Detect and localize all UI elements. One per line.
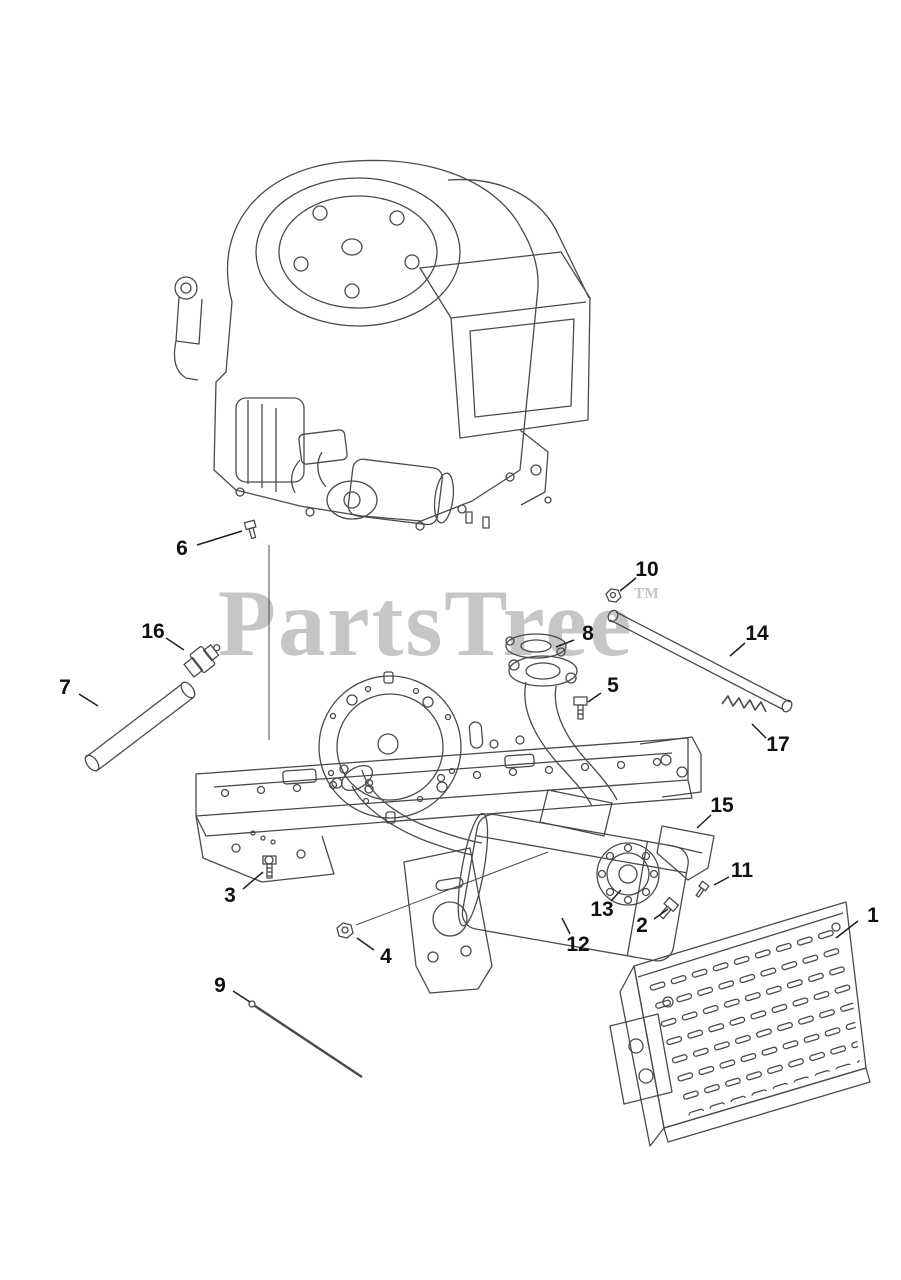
left-exhaust-pipe (361, 769, 483, 844)
leader-lines (78, 530, 859, 1003)
heat-shield-louvers (649, 929, 860, 1118)
starter-motor (347, 458, 443, 526)
nut-4 (336, 922, 354, 939)
callout-3: 3 (224, 884, 236, 907)
watermark-text: PartsTree (218, 570, 634, 676)
muffler-body (461, 813, 689, 962)
callout-1: 1 (867, 904, 879, 927)
bolt-3 (262, 855, 277, 879)
engine-assembly (173, 159, 591, 531)
nut-10 (605, 588, 622, 603)
exhaust-gasket (505, 633, 567, 659)
frame-round-plate (318, 675, 462, 819)
exhaust-pipe (524, 681, 593, 807)
tube-fitting (183, 644, 221, 678)
spring-17 (721, 695, 767, 713)
pipe-flange (508, 655, 578, 687)
frame-assembly (195, 545, 702, 994)
flywheel-cover (255, 177, 461, 327)
bolt-6 (243, 519, 257, 540)
callout-16: 16 (141, 620, 165, 643)
hardware-parts (84, 519, 793, 1078)
muffler-bracket (656, 825, 715, 881)
fuel-tube (85, 683, 183, 758)
callout-17: 17 (766, 733, 790, 756)
callout-10: 10 (635, 558, 659, 581)
watermark-tm: ™ (633, 582, 660, 611)
carburetor-bowl (326, 480, 378, 520)
callout-11: 11 (730, 859, 754, 882)
frame-bracket (403, 847, 493, 994)
callout-8: 8 (582, 622, 594, 645)
callout-14: 14 (745, 622, 769, 645)
callout-15: 15 (710, 794, 734, 817)
screw-11 (695, 880, 710, 898)
watermark: PartsTree™ (218, 576, 659, 671)
support-rod-14 (607, 609, 793, 713)
assembly-line-diagonal (355, 851, 549, 926)
dipstick-handle (174, 276, 198, 300)
callout-12: 12 (566, 933, 590, 956)
bolt-5 (573, 696, 588, 720)
callout-7: 7 (59, 676, 71, 699)
callout-5: 5 (607, 674, 619, 697)
callout-6: 6 (176, 537, 188, 560)
callout-13: 13 (590, 898, 614, 921)
heat-shield (609, 901, 871, 1147)
callout-9: 9 (214, 974, 226, 997)
heat-shield-tab (609, 1013, 673, 1105)
exhaust-flange (596, 842, 660, 906)
callout-2: 2 (636, 914, 648, 937)
bolt-2 (658, 896, 680, 920)
callout-4: 4 (380, 945, 392, 968)
muffler-assembly (339, 633, 715, 962)
tie-rod-9 (248, 1000, 363, 1078)
